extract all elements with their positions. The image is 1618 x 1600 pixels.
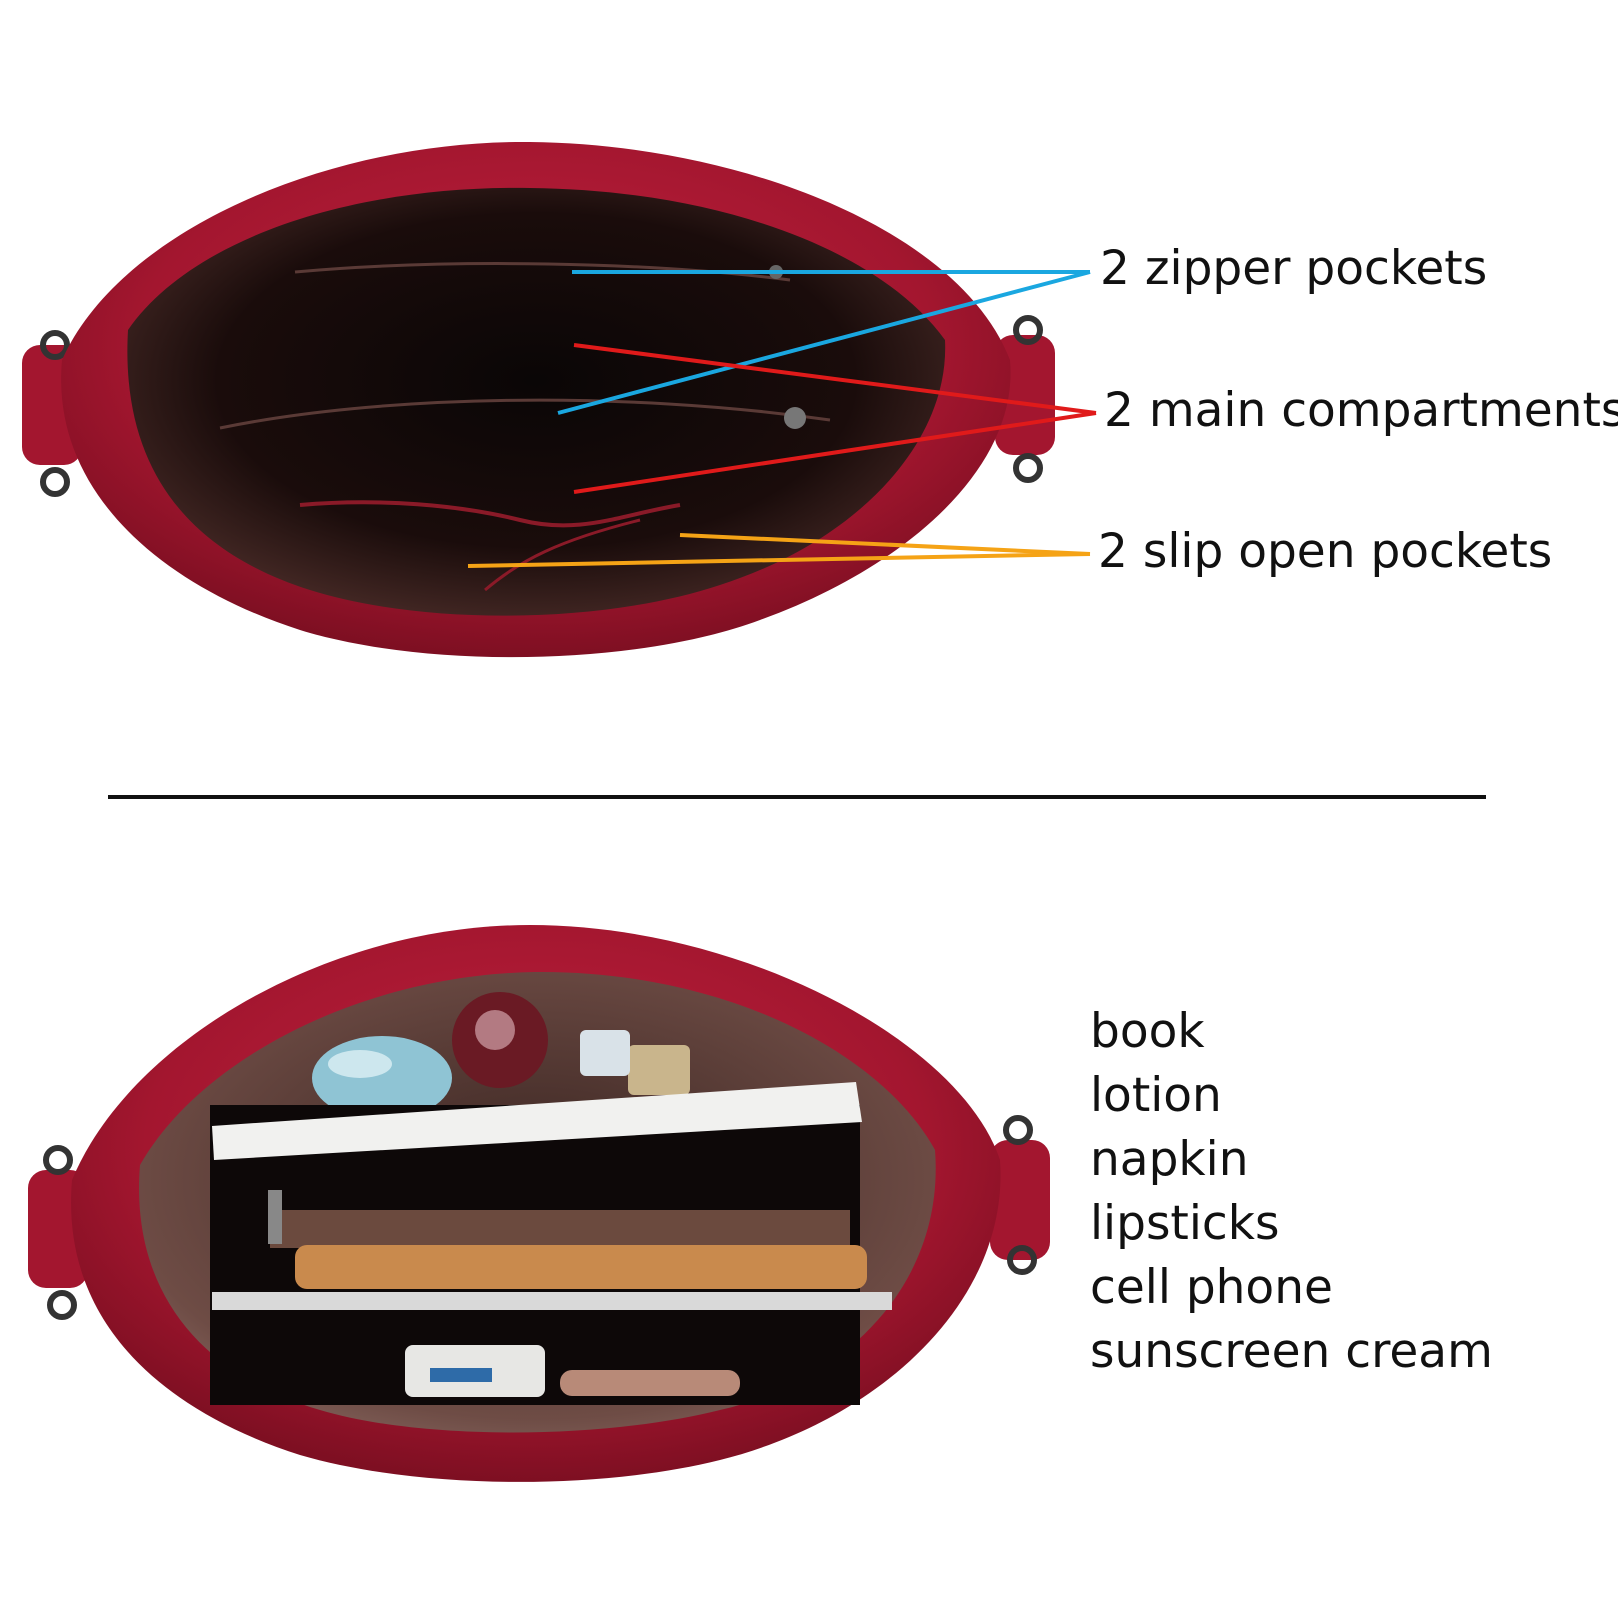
lipstick-cube-item <box>628 1045 690 1095</box>
callout-zipper-pockets: 2 zipper pockets <box>1100 241 1488 296</box>
right-ring-bottom-lower <box>1007 1245 1037 1275</box>
right-strap-tab-bottom <box>990 1140 1050 1260</box>
contents-item-book: book <box>1090 1004 1205 1059</box>
contents-item-cell-phone: cell phone <box>1090 1260 1333 1315</box>
callout-slip-open-pockets: 2 slip open pockets <box>1098 524 1553 579</box>
left-ring-bottom-lower <box>47 1290 77 1320</box>
contents-item-napkin: napkin <box>1090 1132 1249 1187</box>
contents-item-lotion: lotion <box>1090 1068 1222 1123</box>
contents-list: book lotion napkin lipsticks cell phone … <box>1090 1000 1493 1384</box>
callout-line-slip-2 <box>467 552 1091 568</box>
zipper-seam-middle <box>219 398 831 430</box>
callout-main-compartments: 2 main compartments <box>1104 383 1618 438</box>
zipper-pull <box>784 407 806 429</box>
lotion-highlight <box>328 1050 392 1078</box>
section-divider <box>108 795 1486 799</box>
cell-phone-case-item <box>295 1245 867 1289</box>
contents-item-lipsticks: lipsticks <box>1090 1196 1280 1251</box>
right-ring-lower <box>1013 453 1043 483</box>
callout-line-main-2 <box>573 411 1097 494</box>
right-ring-bottom <box>1003 1115 1033 1145</box>
top-bag-interior <box>127 187 946 616</box>
lipstick-cube-cap <box>580 1030 630 1076</box>
book-item <box>212 1082 862 1160</box>
top-bag <box>22 141 1097 658</box>
bottom-bag <box>28 925 1050 1482</box>
contents-item-sunscreen-cream: sunscreen cream <box>1090 1324 1493 1379</box>
left-ring-lower <box>40 467 70 497</box>
callout-line-zipper-2 <box>557 270 1091 415</box>
callout-line-slip-1 <box>679 533 1091 556</box>
left-ring-bottom <box>43 1145 73 1175</box>
right-ring <box>1013 315 1043 345</box>
cell-phone-item <box>212 1292 892 1310</box>
slip-pocket-edge <box>299 500 681 528</box>
callout-line-main-1 <box>573 343 1097 415</box>
slip-pocket-edge-lower <box>484 518 641 592</box>
lipstick-round-highlight <box>475 1010 515 1050</box>
sunscreen-cream-label <box>430 1368 492 1382</box>
zipper-pull-bottom <box>268 1190 282 1244</box>
napkin-item <box>270 1210 850 1248</box>
lipstick-tube-item <box>560 1370 740 1396</box>
left-ring <box>40 330 70 360</box>
